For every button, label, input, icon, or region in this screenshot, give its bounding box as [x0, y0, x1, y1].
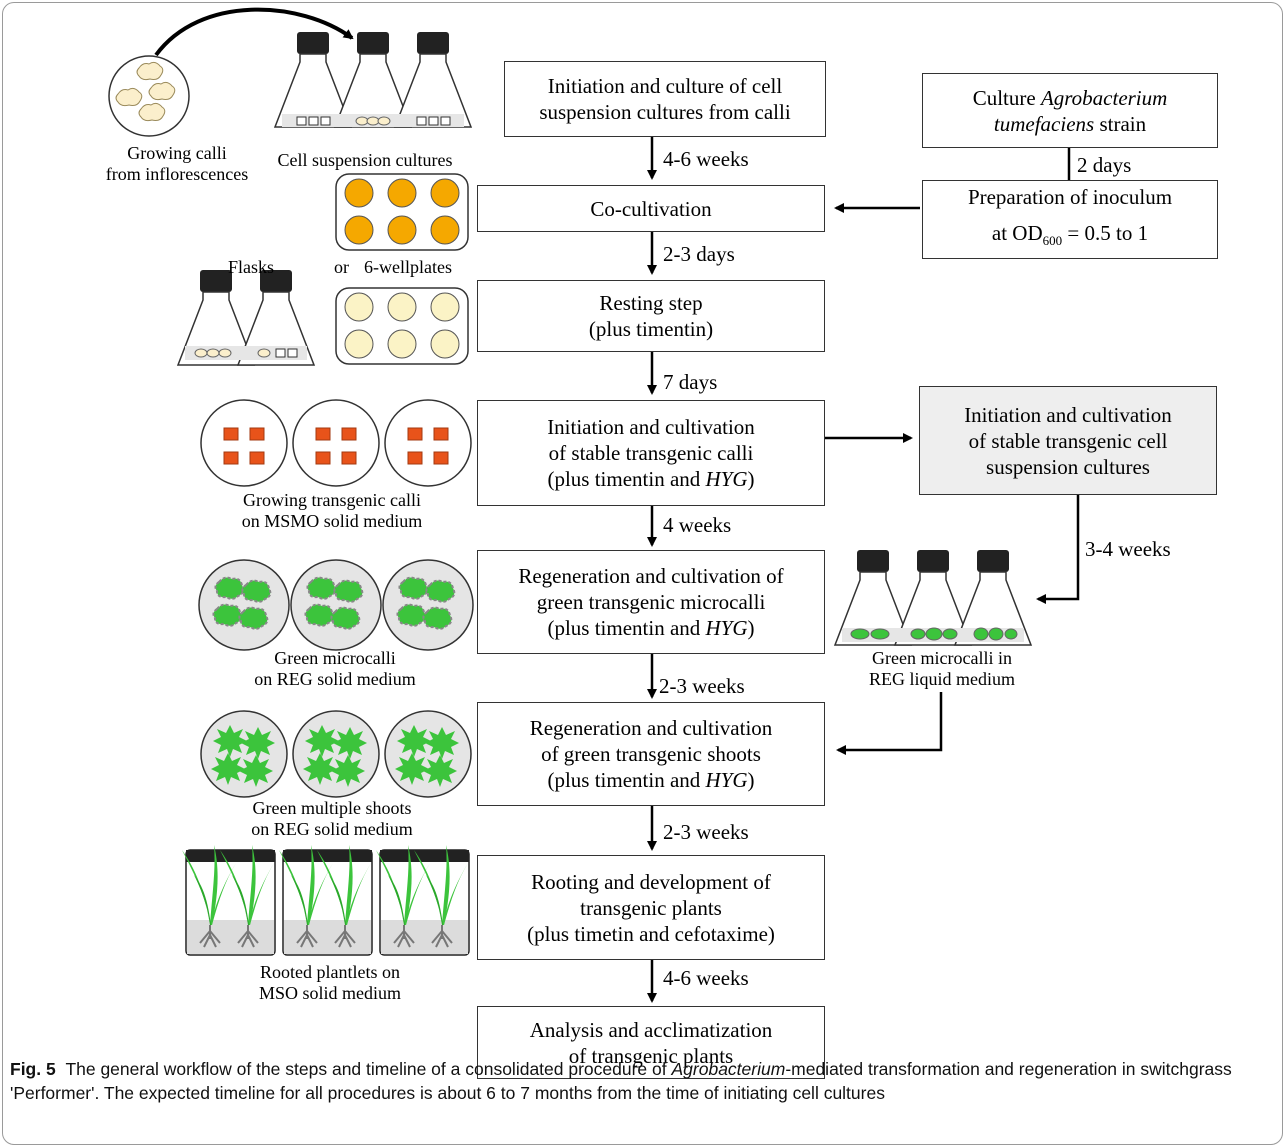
cocultivation-plate	[335, 173, 469, 251]
microcalli-dishes	[198, 559, 474, 651]
suspension-flasks	[274, 31, 472, 128]
suspension-label: Cell suspension cultures	[277, 150, 453, 170]
step-resting: Resting step(plus timentin)	[477, 280, 825, 352]
flasks-label: Flasks	[228, 257, 275, 277]
duration-label: 2-3 weeks	[659, 674, 745, 698]
duration-label: 3-4 weeks	[1085, 537, 1171, 561]
transgenic-calli-dishes	[200, 399, 472, 487]
duration-label: 7 days	[663, 370, 718, 394]
duration-label: 2-3 weeks	[663, 820, 749, 844]
duration-label: 2-3 days	[663, 242, 735, 266]
transfer-arrow	[154, 7, 354, 57]
liquid-microcalli-flasks	[834, 549, 1032, 646]
calli-dish	[108, 55, 190, 137]
duration-label: 4-6 weeks	[663, 966, 749, 990]
plates-label: 6-wellplates	[364, 257, 452, 277]
or-label: or	[334, 257, 349, 277]
step-co-cultivation: Co-cultivation	[477, 185, 825, 232]
flow-arrows	[647, 137, 1080, 1003]
resting-flasks	[177, 269, 315, 366]
plantlet-jars	[181, 844, 470, 956]
duration-label: 4-6 weeks	[663, 147, 749, 171]
duration-label: 2 days	[1077, 153, 1132, 177]
duration-label: 4 weeks	[663, 513, 732, 537]
resting-plate	[335, 287, 469, 365]
figure-caption: Fig. 5 The general workflow of the steps…	[10, 1059, 1232, 1103]
shoots-dishes	[200, 710, 472, 798]
